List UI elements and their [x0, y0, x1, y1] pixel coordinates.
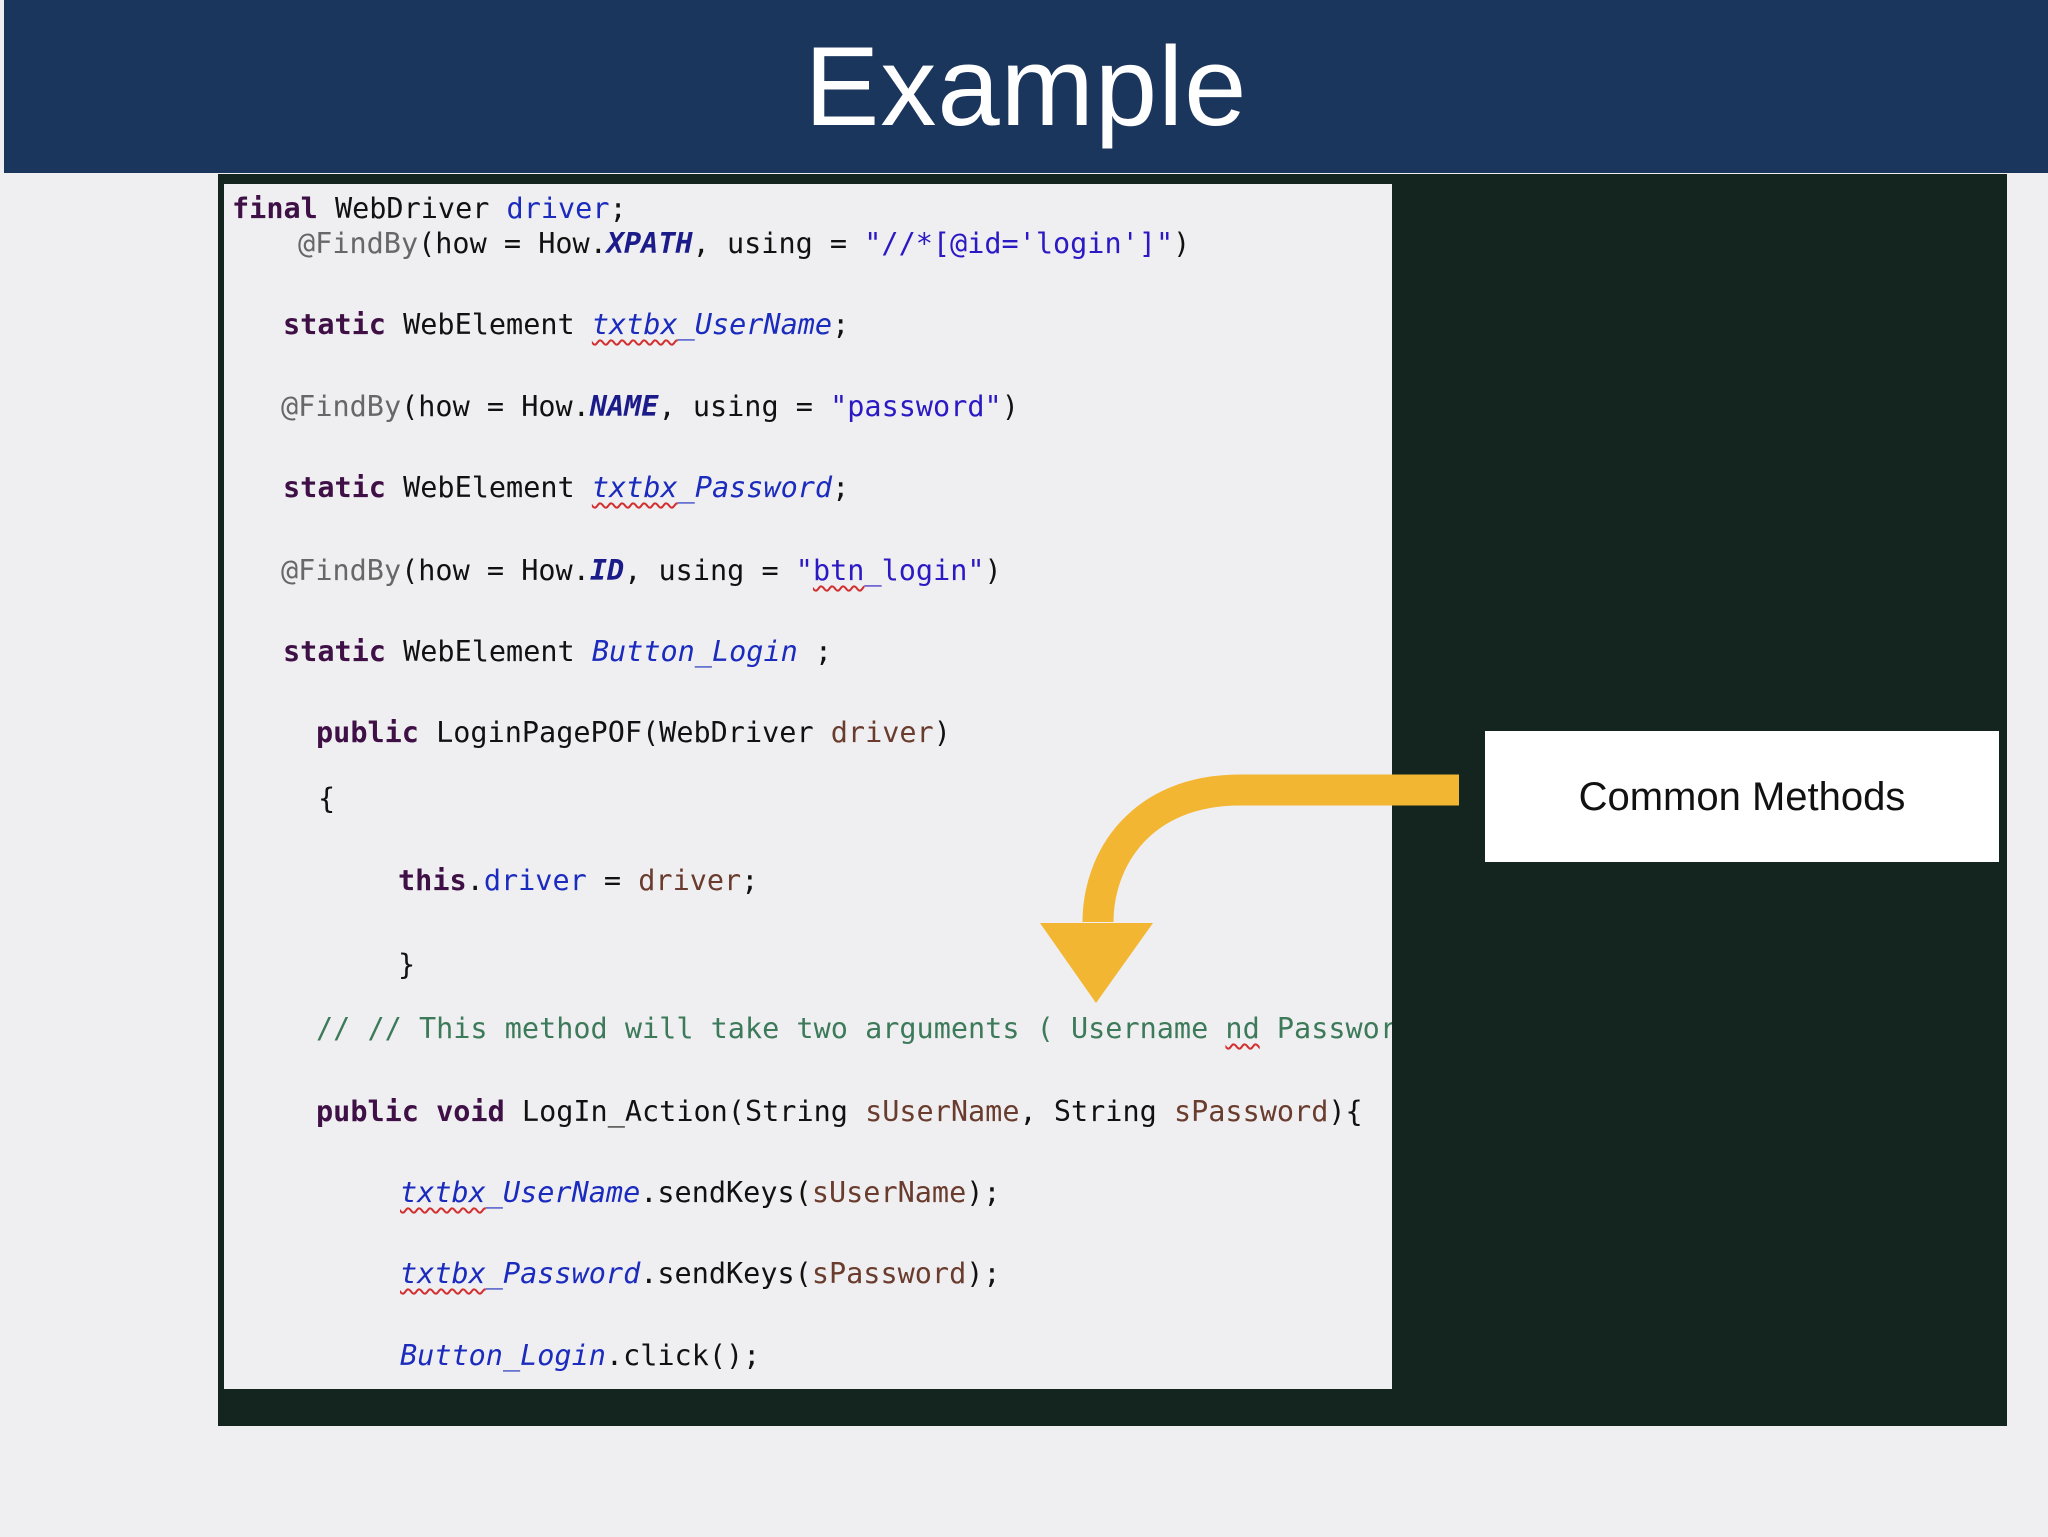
code-line: // // This method will take two argument… [316, 1010, 1392, 1048]
title-bar: Example [4, 0, 2048, 173]
code-text: (how = How. [418, 227, 607, 260]
code-text: ; [832, 308, 850, 341]
code-text: ; [797, 635, 833, 668]
string-literal: " [795, 554, 813, 587]
code-text: (how = How. [401, 554, 590, 587]
string-literal: "//*[@id='login']" [864, 227, 1174, 260]
code-text: ) [1001, 390, 1019, 423]
string-literal: btn [812, 554, 865, 587]
code-text: ); [966, 1257, 1001, 1290]
annotation: @FindBy [298, 227, 419, 260]
code-line: static WebElement txtbx_UserName; [283, 306, 849, 344]
code-text: ){ [1328, 1095, 1363, 1128]
code-text: WebDriver [317, 192, 507, 225]
code-line: txtbx_UserName.sendKeys(sUserName); [400, 1174, 1001, 1212]
code-line: txtbx_Password.sendKeys(sPassword); [400, 1255, 1001, 1293]
keyword: final [232, 192, 318, 225]
code-text: (how = How. [401, 390, 590, 423]
field-name: Button_Login [400, 1339, 606, 1372]
code-text: , using = [624, 554, 796, 587]
constant: ID [589, 554, 625, 587]
brace: { [318, 782, 336, 815]
annotation: @FindBy [281, 390, 402, 423]
annotation: @FindBy [281, 554, 402, 587]
code-line: { [318, 780, 335, 818]
code-text: LoginPagePOF(WebDriver [418, 716, 831, 749]
code-line: public LoginPagePOF(WebDriver driver) [316, 714, 951, 752]
field-name: driver [506, 192, 610, 225]
parameter: sUserName [811, 1176, 967, 1209]
keyword: public void [316, 1095, 505, 1128]
code-text: WebElement [385, 471, 592, 504]
callout-label: Common Methods [1578, 775, 1906, 819]
code-line: } [398, 946, 415, 984]
code-text: ; [832, 471, 850, 504]
code-line: this.driver = driver; [398, 862, 758, 900]
field-name: driver [483, 864, 587, 897]
parameter: driver [830, 716, 934, 749]
field-name: Button_Login [591, 635, 798, 668]
field-name: txtbx [400, 1257, 486, 1290]
field-name: _Password [677, 471, 833, 504]
code-text: ; [609, 192, 627, 225]
keyword: public [316, 716, 419, 749]
code-text: . [466, 864, 484, 897]
code-line: Button_Login.click(); [400, 1337, 760, 1375]
code-text: WebElement [385, 308, 592, 341]
field-name: _UserName [485, 1176, 641, 1209]
arrow-shaft [1082, 774, 1459, 923]
code-text: .click(); [605, 1339, 761, 1372]
arrow-head [1040, 923, 1153, 1003]
code-text: ) [984, 554, 1002, 587]
parameter: sPassword [1173, 1095, 1329, 1128]
keyword: static [283, 308, 386, 341]
code-text: WebElement [385, 635, 592, 668]
code-line: final WebDriver driver; [232, 190, 627, 228]
field-name: txtbx [400, 1176, 486, 1209]
string-literal: "password" [830, 390, 1002, 423]
parameter: driver [638, 864, 742, 897]
keyword: static [283, 471, 386, 504]
field-name: _UserName [677, 308, 833, 341]
code-text: ); [966, 1176, 1001, 1209]
code-line: static WebElement Button_Login ; [283, 633, 832, 671]
brace: } [398, 948, 416, 981]
code-text: ; [741, 864, 759, 897]
parameter: sPassword [811, 1257, 967, 1290]
code-text: LogIn_Action(String [504, 1095, 866, 1128]
common-methods-callout: Common Methods [1485, 731, 1999, 862]
code-line: @FindBy(how = How.NAME, using = "passwor… [281, 388, 1019, 426]
keyword: this [398, 864, 467, 897]
code-text: ) [933, 716, 951, 749]
code-line: public void LogIn_Action(String sUserNam… [316, 1093, 1363, 1131]
code-text: .sendKeys( [640, 1176, 812, 1209]
code-line: @FindBy(how = How.XPATH, using = "//*[@i… [298, 225, 1190, 263]
constant: NAME [589, 390, 659, 423]
code-line: static WebElement txtbx_Password; [283, 469, 849, 507]
code-text: = [586, 864, 639, 897]
comment: // // This method will take two argument… [316, 1012, 1226, 1045]
field-name: _Password [485, 1257, 641, 1290]
string-literal: _login" [864, 554, 985, 587]
parameter: sUserName [865, 1095, 1020, 1128]
keyword: static [283, 635, 386, 668]
code-text: .sendKeys( [640, 1257, 812, 1290]
comment: Password) [1276, 1012, 1392, 1045]
code-text: , using = [658, 390, 831, 423]
field-name: txtbx [591, 308, 678, 341]
field-name: txtbx [591, 471, 678, 504]
code-text: , using = [692, 227, 865, 260]
code-line: @FindBy(how = How.ID, using = "btn_login… [281, 552, 1002, 590]
code-text: , String [1019, 1095, 1174, 1128]
comment: nd [1225, 1012, 1260, 1045]
code-text: ) [1173, 227, 1191, 260]
constant: XPATH [606, 227, 693, 260]
slide-title: Example [804, 24, 1248, 149]
